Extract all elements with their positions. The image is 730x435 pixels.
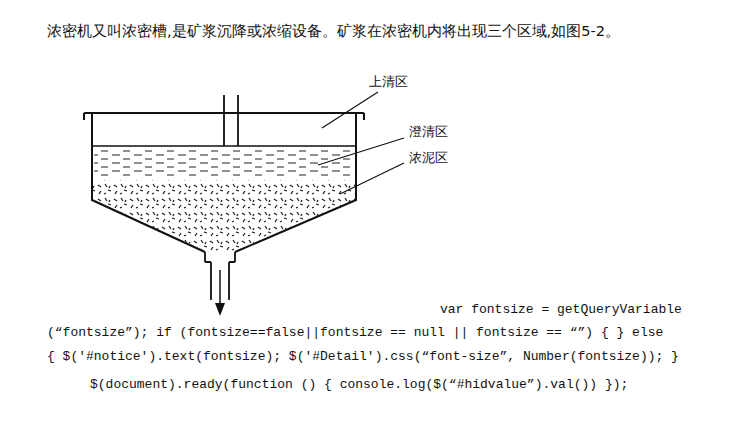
intro-text: 浓密机又叫浓密槽,是矿浆沉降或浓缩设备。矿浆在浓密机内将出现三个区域,如图5-2… xyxy=(47,22,620,41)
code-text: { $('#notice').text(fontsize); $('#Detai… xyxy=(47,349,679,364)
zone-label: 上清区 xyxy=(368,74,409,91)
mud-zone xyxy=(93,180,355,251)
clarification-zone xyxy=(94,150,354,178)
zone-label: 澄清区 xyxy=(408,124,449,141)
code-text: (“fontsize”); if (fontsize==false||fonts… xyxy=(47,325,663,340)
arrow-head xyxy=(215,303,225,316)
code-text: var fontsize = getQueryVariable xyxy=(440,302,682,317)
zone-label: 浓泥区 xyxy=(408,150,449,167)
feed-pipe xyxy=(224,95,238,146)
code-text: $(document).ready(function () { console.… xyxy=(90,377,628,392)
leader-line xyxy=(340,163,404,194)
leader-line xyxy=(322,92,378,128)
leader-line xyxy=(318,138,404,165)
